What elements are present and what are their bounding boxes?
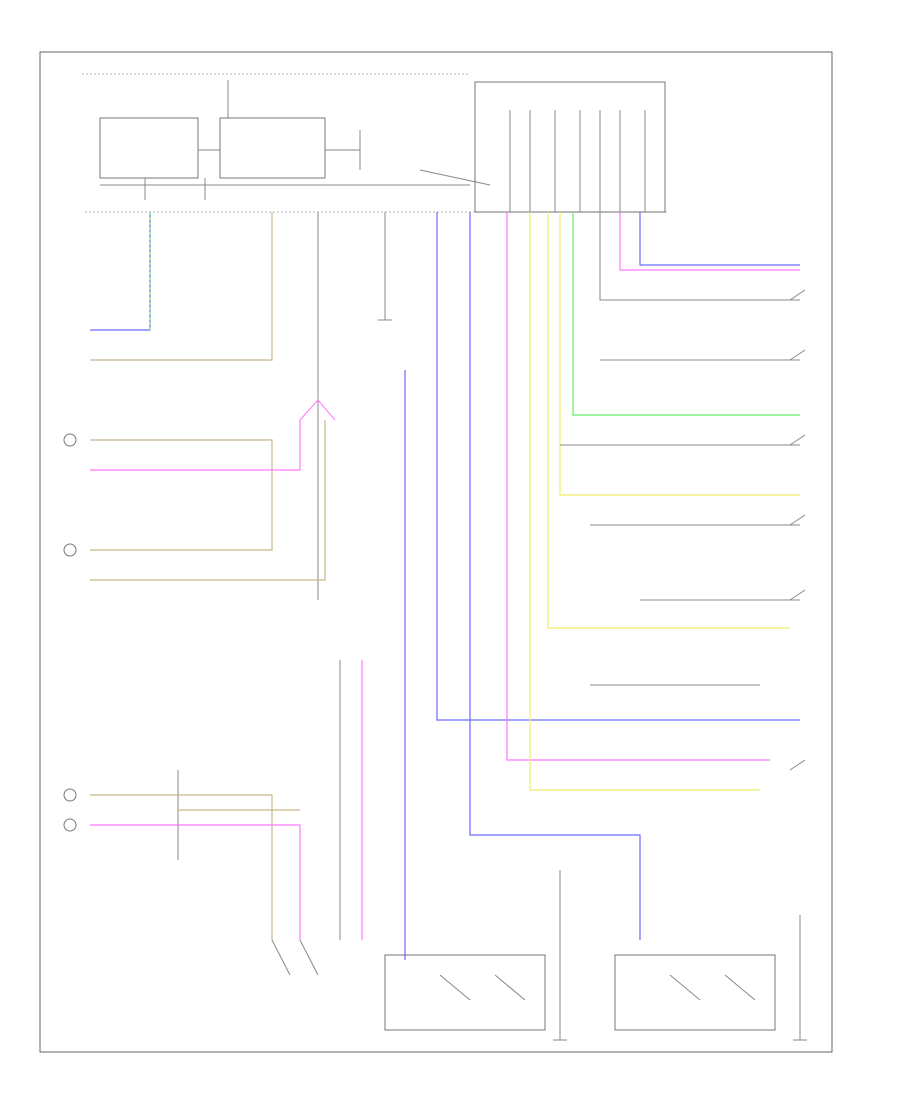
fuse-block bbox=[99, 80, 491, 200]
ground-top bbox=[378, 212, 392, 321]
door-lock-module bbox=[271, 939, 319, 976]
driver-door-lock-switch bbox=[384, 954, 546, 1031]
right-side-switches bbox=[560, 289, 806, 771]
control-module bbox=[474, 81, 666, 213]
left-door-lock-circuits bbox=[63, 399, 336, 581]
lower-left-connector bbox=[63, 660, 363, 940]
diagram-frame bbox=[39, 51, 833, 1053]
wire-harness bbox=[90, 212, 800, 960]
ground-bottom bbox=[553, 870, 807, 1041]
passenger-door-lock-switch bbox=[614, 954, 776, 1031]
